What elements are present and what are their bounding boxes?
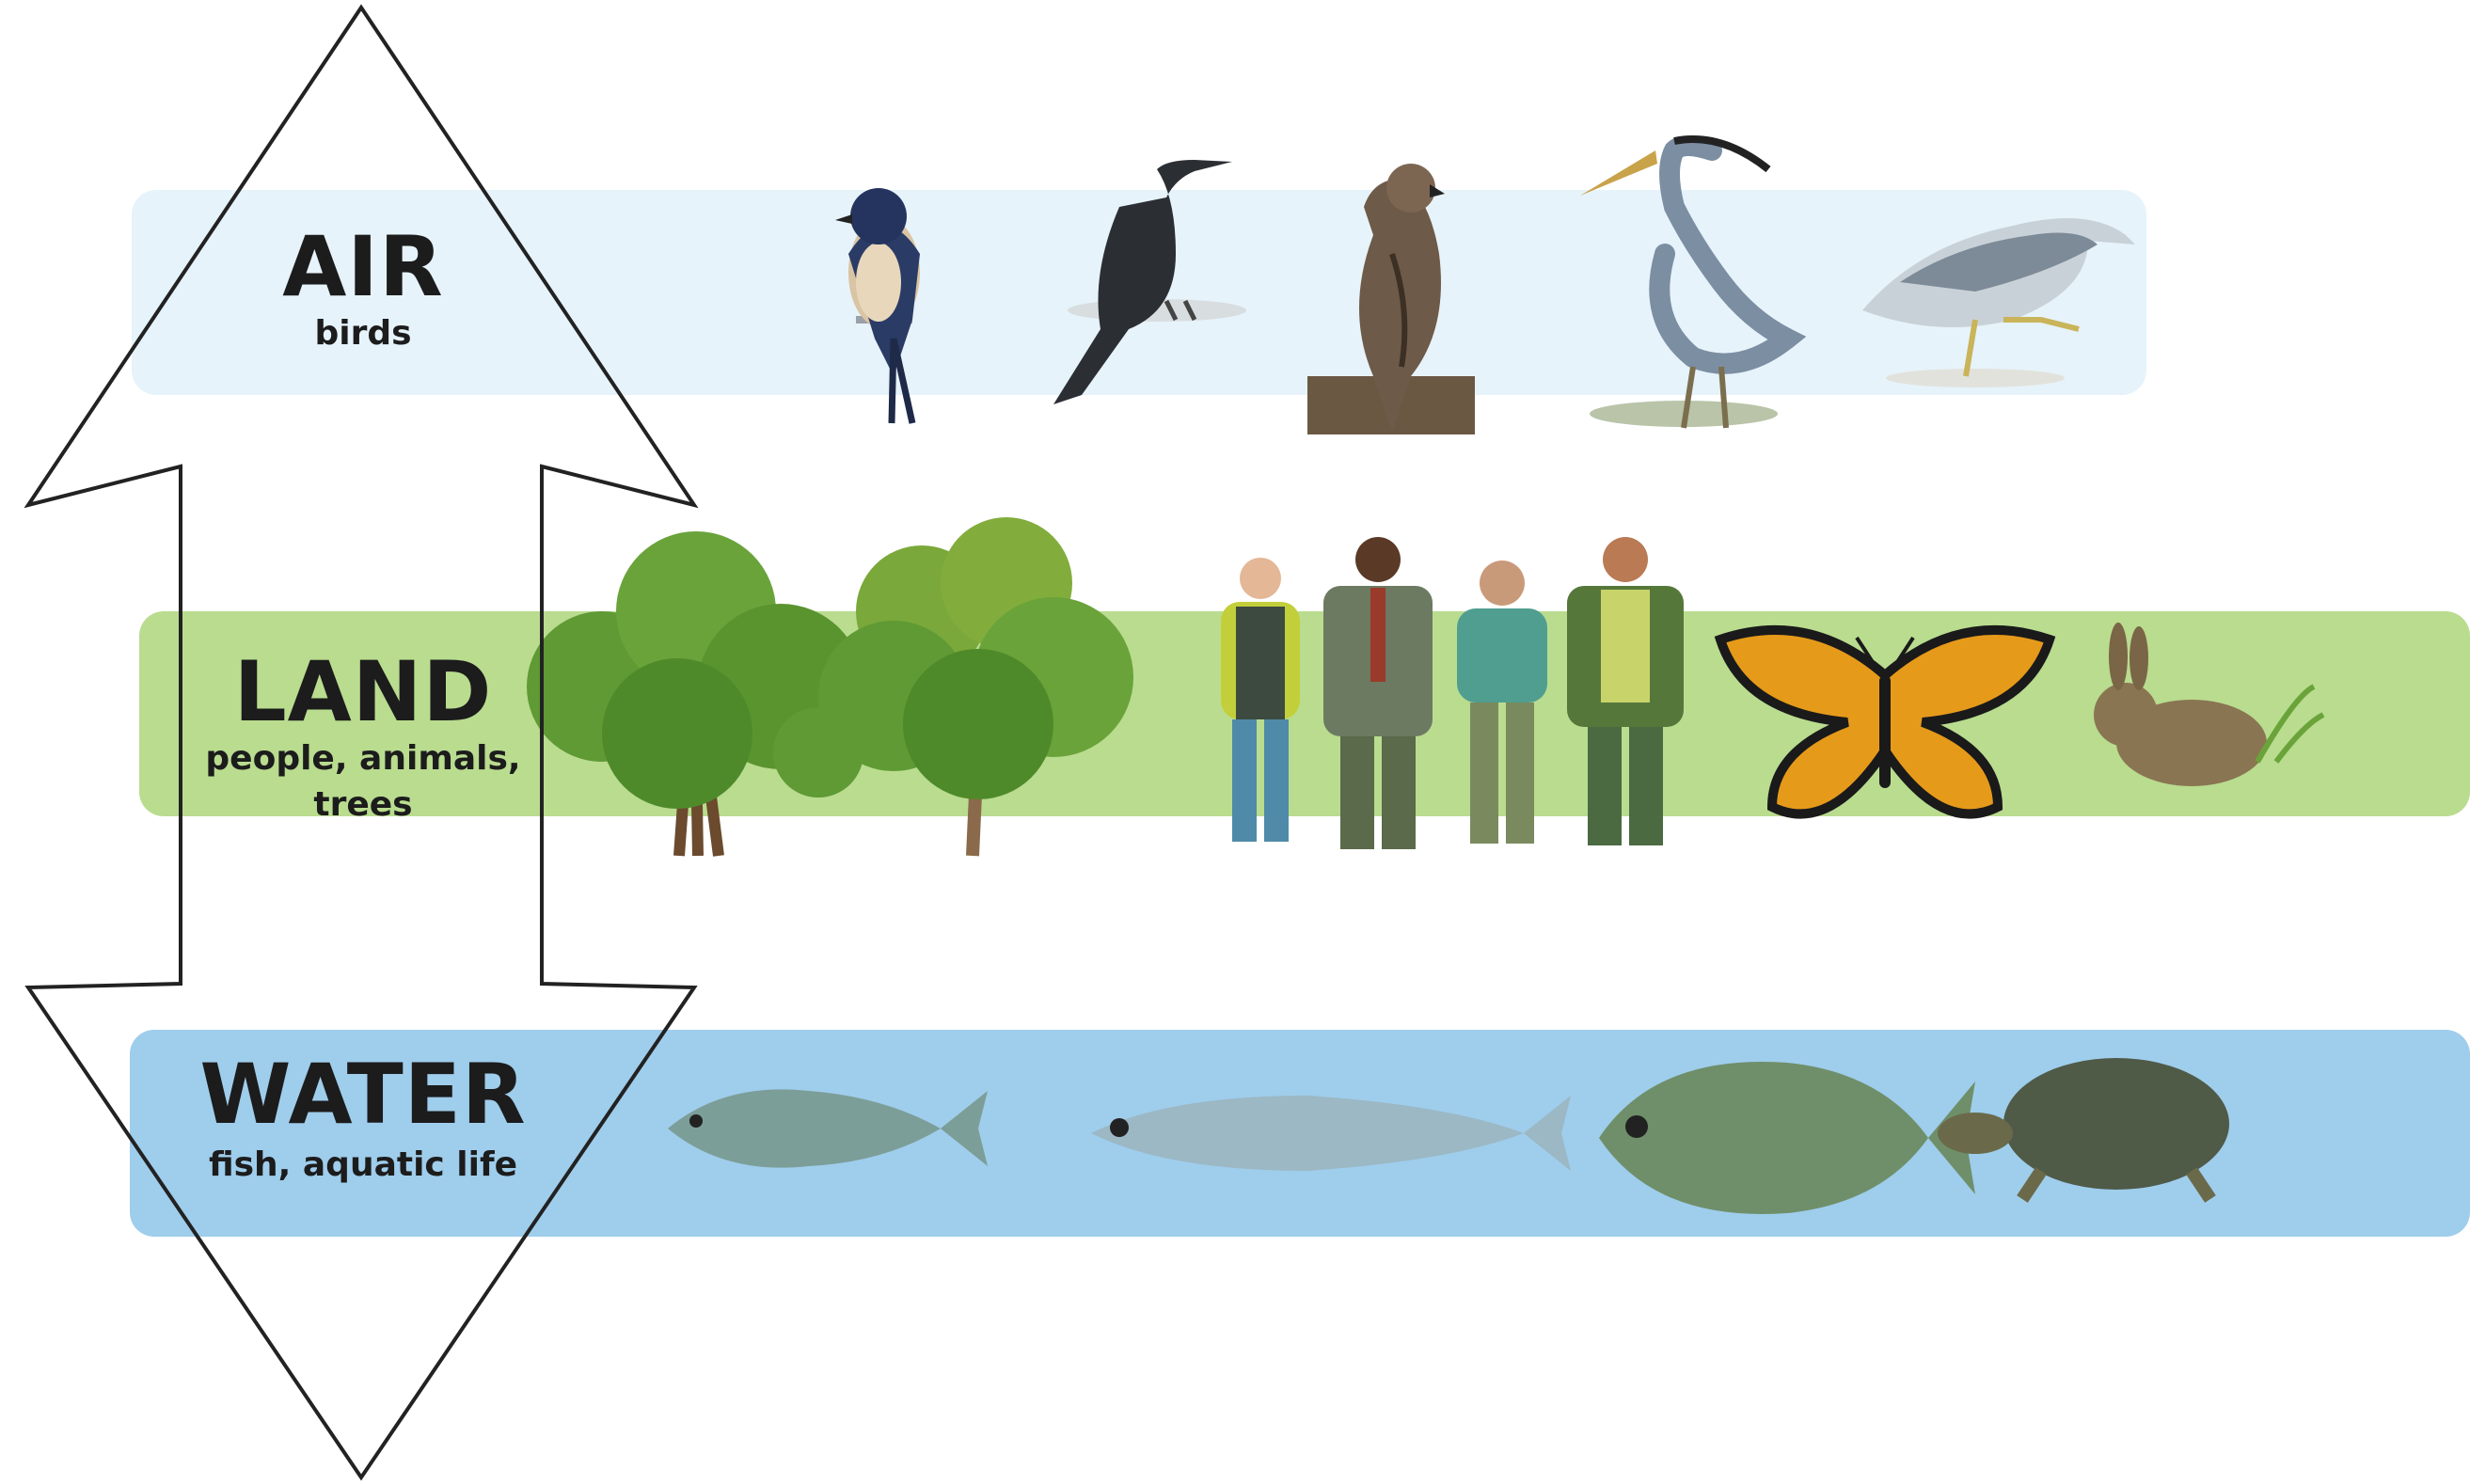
bass-icon bbox=[668, 1089, 988, 1168]
air-label: AIR birds bbox=[188, 226, 538, 355]
person-icon bbox=[1323, 537, 1433, 849]
land-title: LAND bbox=[233, 643, 493, 740]
land-band bbox=[139, 611, 2470, 816]
heron-icon bbox=[1580, 135, 1807, 429]
double-arrow bbox=[24, 4, 699, 1481]
land-subtitle-line2: trees bbox=[313, 785, 413, 824]
air-title: AIR bbox=[282, 218, 444, 315]
land-label: LAND people, animals, trees bbox=[188, 651, 538, 826]
minnow-icon bbox=[1091, 1096, 1571, 1171]
land-subtitle-line1: people, animals, bbox=[205, 739, 521, 778]
tree-icon bbox=[527, 531, 863, 857]
water-label: WATER fish, aquatic life bbox=[169, 1053, 557, 1186]
water-subtitle: fish, aquatic life bbox=[208, 1145, 518, 1184]
hawk-icon bbox=[1307, 164, 1475, 434]
person-icon bbox=[1567, 537, 1684, 845]
cormorant-icon bbox=[1053, 160, 1246, 404]
butterfly-icon bbox=[1714, 625, 2056, 819]
sunfish-icon bbox=[1599, 1062, 1975, 1214]
water-title: WATER bbox=[199, 1046, 527, 1143]
night-heron-icon bbox=[1862, 218, 2135, 387]
turtle-icon bbox=[1938, 1058, 2229, 1203]
person-icon bbox=[1457, 560, 1547, 844]
air-subtitle: birds bbox=[314, 314, 412, 353]
tree-icon bbox=[818, 517, 1133, 857]
rabbit-icon bbox=[2094, 623, 2325, 786]
swallow-icon bbox=[835, 188, 920, 424]
person-icon bbox=[1221, 558, 1300, 842]
